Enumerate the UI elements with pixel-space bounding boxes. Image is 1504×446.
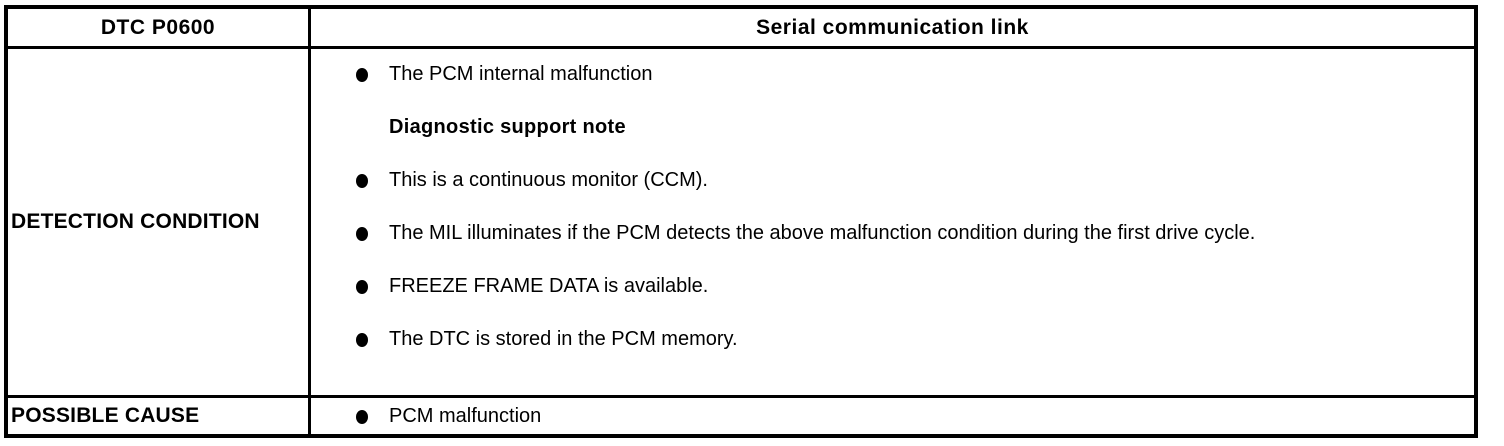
dtc-title-label: Serial communication link [756, 15, 1029, 39]
dtc-table: DTC P0600 Serial communication link DETE… [4, 5, 1478, 438]
list-item-text: PCM malfunction [389, 404, 542, 427]
possible-cause-content-cell: PCM malfunction [311, 398, 1474, 434]
list-item-text: FREEZE FRAME DATA is available. [389, 275, 709, 297]
list-item-text: The MIL illuminates if the PCM detects t… [389, 222, 1256, 244]
dtc-code-label: DTC P0600 [100, 15, 216, 39]
list-item: The DTC is stored in the PCM memory. [311, 326, 1454, 353]
bullet-icon [356, 333, 368, 347]
list-item: This is a continuous monitor (CCM). [311, 167, 1454, 194]
dtc-code-cell: DTC P0600 [8, 9, 311, 49]
bullet-icon [356, 227, 368, 241]
bullet-icon [356, 280, 368, 294]
dtc-title-cell: Serial communication link [311, 9, 1474, 49]
possible-cause-label-cell: POSSIBLE CAUSE [8, 398, 311, 434]
detection-condition-label-cell: DETECTION CONDITION [8, 49, 311, 398]
list-item-text: The PCM internal malfunction [389, 63, 653, 85]
list-item: The MIL illuminates if the PCM detects t… [311, 220, 1454, 247]
bullet-icon [356, 174, 368, 188]
detection-condition-content-cell: The PCM internal malfunction Diagnostic … [311, 49, 1474, 398]
list-item-heading-text: Diagnostic support note [389, 116, 626, 138]
list-item: PCM malfunction [311, 403, 1454, 430]
list-item-text: This is a continuous monitor (CCM). [389, 169, 708, 191]
possible-cause-label: POSSIBLE CAUSE [11, 404, 200, 427]
list-item: The PCM internal malfunction [311, 61, 1454, 88]
bullet-icon [356, 68, 368, 82]
list-item-text: The DTC is stored in the PCM memory. [389, 328, 738, 350]
list-item-heading: Diagnostic support note [311, 114, 1454, 141]
list-item: FREEZE FRAME DATA is available. [311, 273, 1454, 300]
bullet-icon [356, 409, 368, 424]
detection-condition-label: DETECTION CONDITION [11, 210, 260, 233]
